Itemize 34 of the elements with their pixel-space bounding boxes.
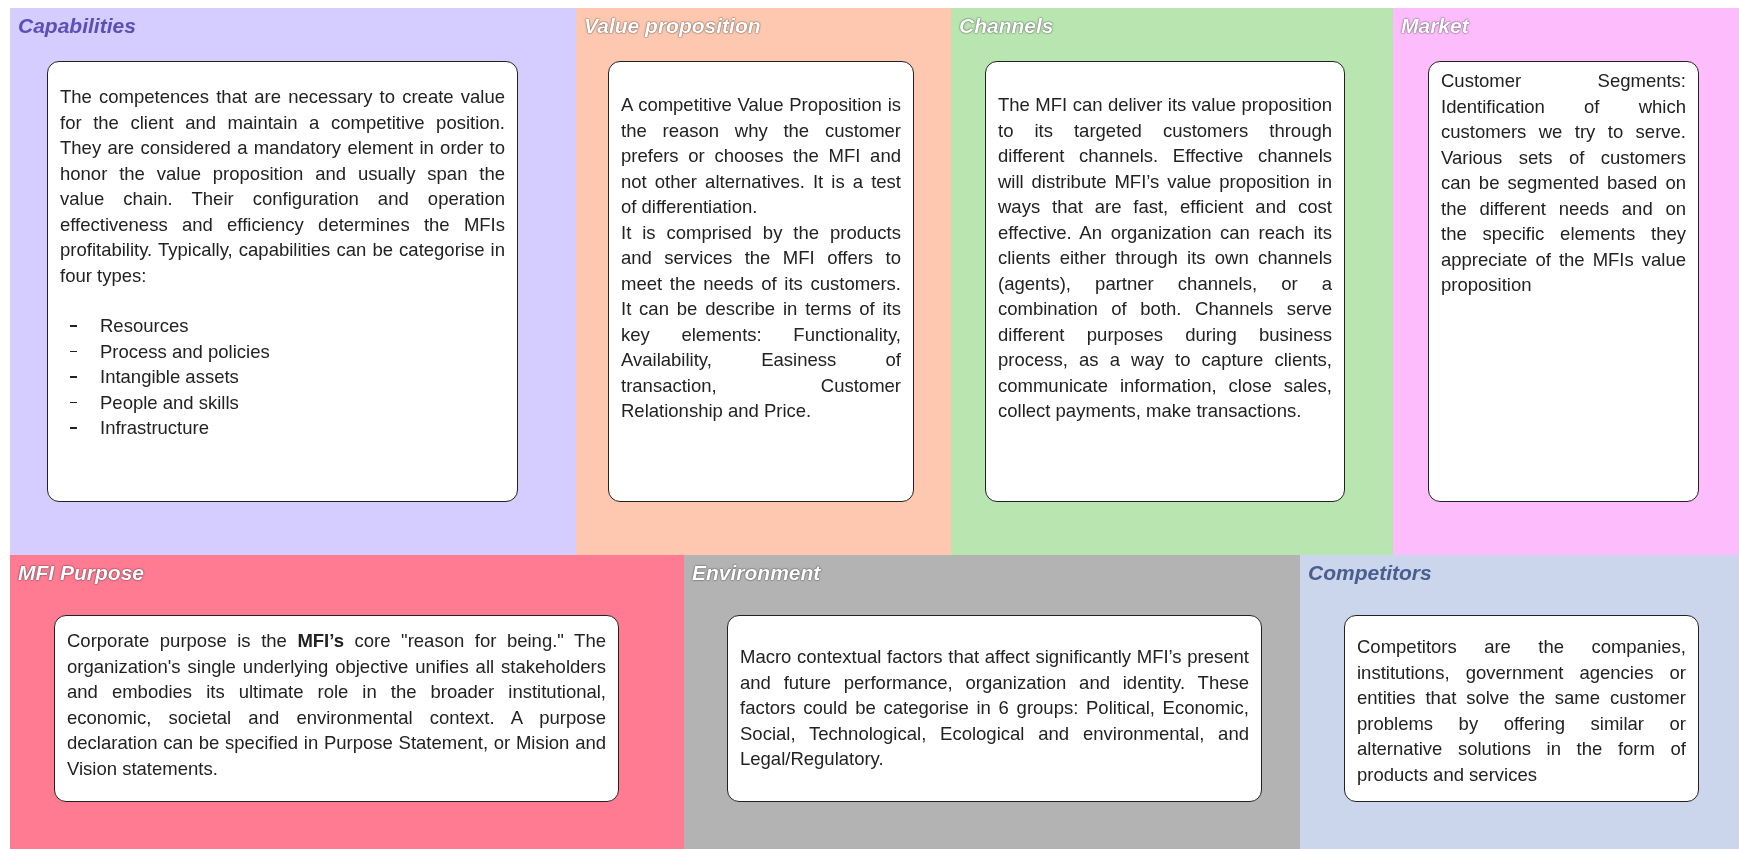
description-text: Macro contextual factors that affect significantly MFI’s present and future performance, organization and identity. These factors could be categorise in 6 groups: Political, Economic, Social, Technological, Ecological and environmental, and Legal/Regulatory.: [740, 645, 1249, 771]
text-card: [608, 61, 914, 502]
description-text: Customer Segments: Identification of which customers we try to serve. Various sets of customers can be segmented based on the different needs and on the specific elements they appreciate of the MFIs value proposition: [1441, 69, 1686, 297]
section-panel: [1393, 8, 1739, 555]
section-panel: [10, 8, 576, 555]
list-item: Resources: [100, 314, 189, 338]
section-panel: [1300, 555, 1739, 849]
description-text: Corporate purpose is the MFI’s core "reason for being." The organization's single underlying objective unifies all stakeholders and embodies its ultimate role in the broader institutional, economic, societal and environmental context. A purpose declaration can be specified in Purpose Statement, or Mision and Vision statements.: [67, 629, 606, 781]
section-panel: [684, 555, 1300, 849]
text-card: [1428, 61, 1699, 502]
section-panel: [10, 555, 684, 849]
list-item: Infrastructure: [100, 416, 209, 440]
section-heading: Competitors: [1308, 561, 1432, 585]
list-item: People and skills: [100, 390, 239, 415]
section-heading: Channels: [959, 14, 1054, 38]
text-card: [1344, 615, 1699, 802]
section-heading: Value proposition: [584, 14, 761, 38]
description-text: A competitive Value Proposition is the reason why the customer prefers or chooses the MFI and not other alternatives. It is a test of differentiation.: [621, 93, 901, 219]
description-text: The competences that are necessary to create value for the client and maintain a competitive position. They are considered a mandatory element in order to honor the value proposition and usually span the value chain. Their configuration and operation effectiveness and efficiency determines the MFIs profitability. Typically, capabilities can be categorise in four types:: [60, 85, 505, 288]
text-card: [727, 615, 1262, 802]
section-heading: Market: [1401, 14, 1469, 38]
section-panel: [951, 8, 1393, 555]
description-text: The MFI can deliver its value proposition to its targeted customers through different channels. Effective channels will distribute MFI’s value proposition in ways that are fast, efficient and cost effective. An organization can reach its clients either through its own channels (agents), partner channels, or a combination of both. Channels serve different purposes during business process, as a way to capture clients, communicate information, close sales, collect payments, make transactions.: [998, 93, 1332, 423]
text-card: [54, 615, 619, 802]
list-item: Intangible assets: [100, 365, 239, 389]
list-item: Process and policies: [100, 339, 270, 364]
description-text: It is comprised by the products and services the MFI offers to meet the needs of its customers. It can be describe in terms of its key elements: Functionality, Availability, Easiness of transaction, Customer Relationship and Price.: [621, 220, 901, 423]
description-text: Competitors are the companies, institutions, government agencies or entities that solve the same customer problems by offering similar or alternative solutions in the form of products and services: [1357, 635, 1686, 787]
text-card: [47, 61, 518, 502]
section-heading: Environment: [692, 561, 821, 585]
section-heading: Capabilities: [18, 14, 136, 38]
section-heading: MFI Purpose: [18, 561, 144, 585]
section-panel: [576, 8, 951, 555]
text-card: [985, 61, 1345, 502]
